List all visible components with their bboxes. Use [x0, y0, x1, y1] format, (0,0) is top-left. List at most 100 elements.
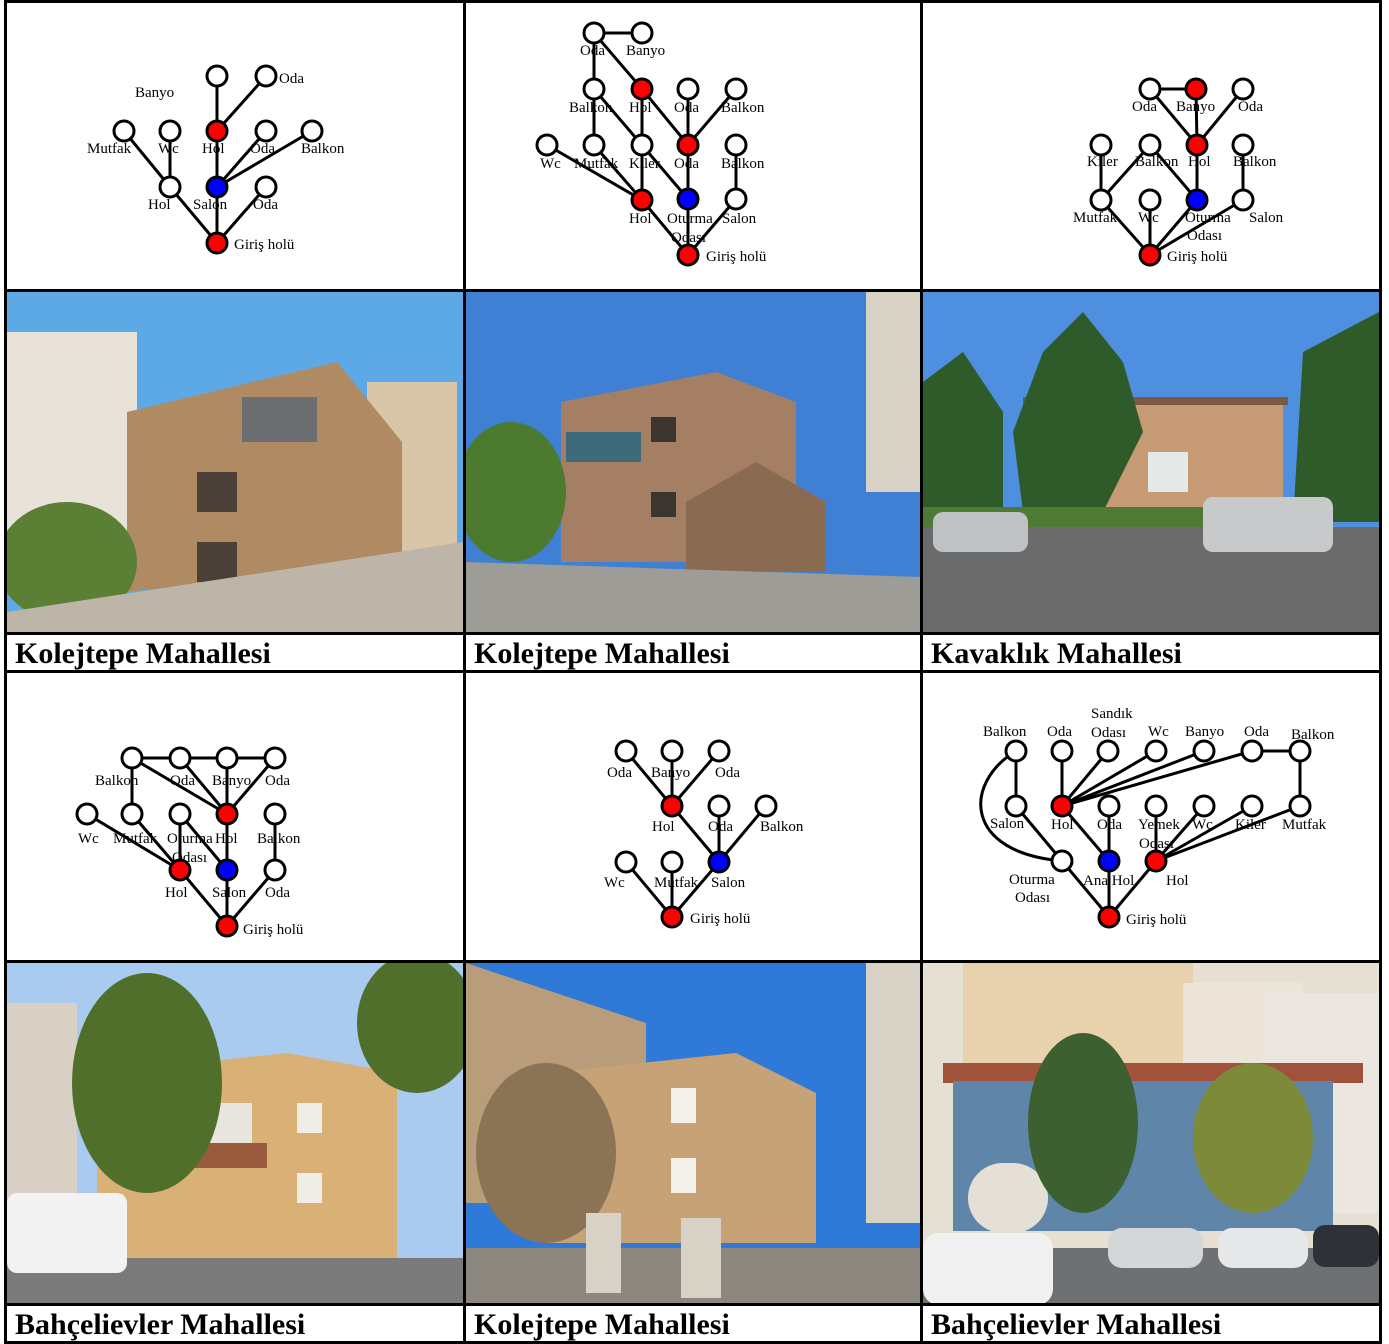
- node-label: Oda: [279, 71, 304, 87]
- building-photo-3: [923, 292, 1379, 634]
- parked-van: [7, 1193, 127, 1273]
- node-label: Banyo: [212, 773, 251, 789]
- node: [1144, 794, 1168, 818]
- node-label: Oturma: [167, 831, 213, 847]
- node: [1192, 794, 1216, 818]
- node: [1050, 849, 1074, 873]
- node-label: Balkon: [721, 156, 765, 172]
- window: [671, 1088, 696, 1123]
- node: [300, 119, 324, 143]
- window: [297, 1173, 322, 1203]
- node: [1138, 188, 1162, 212]
- node-label: Oda: [715, 765, 740, 781]
- node-label: Odası: [1091, 725, 1126, 741]
- node: [754, 794, 778, 818]
- tree: [1013, 312, 1143, 512]
- photo-cell-4: Bahçelievler Mahallesi: [4, 960, 466, 1344]
- node-label: Banyo: [626, 43, 665, 59]
- node-label: Giriş holü: [1126, 912, 1187, 928]
- node-label: Salon: [1249, 210, 1284, 226]
- node-label: Sandık: [1091, 706, 1133, 722]
- node-label: Balkon: [983, 724, 1027, 740]
- node: [1004, 794, 1028, 818]
- tree: [1028, 1033, 1138, 1213]
- node: [630, 188, 654, 212]
- node: [1184, 77, 1208, 101]
- roof: [943, 1063, 1363, 1083]
- neighborhood-caption: Kolejtepe Mahallesi: [7, 632, 463, 670]
- node: [707, 739, 731, 763]
- node-label: Wc: [1138, 210, 1159, 226]
- node-label: Wc: [604, 875, 625, 891]
- node-label: Wc: [1148, 724, 1169, 740]
- node: [205, 231, 229, 255]
- node: [158, 175, 182, 199]
- node: [120, 802, 144, 826]
- node: [614, 739, 638, 763]
- foreground-building: [866, 963, 920, 1223]
- node-label: Salon: [711, 875, 746, 891]
- pavilion: [686, 462, 826, 572]
- building-photo-1: [7, 292, 463, 634]
- node: [1089, 188, 1113, 212]
- tree: [1293, 312, 1379, 522]
- parked-car: [1313, 1225, 1379, 1267]
- node-label: Salon: [990, 816, 1025, 832]
- node: [263, 802, 287, 826]
- node: [215, 746, 239, 770]
- balcony: [566, 432, 641, 462]
- node: [263, 858, 287, 882]
- tree: [466, 422, 566, 562]
- parked-car: [923, 1233, 1053, 1305]
- node: [676, 77, 700, 101]
- window: [197, 542, 237, 582]
- node: [676, 187, 700, 211]
- node: [263, 746, 287, 770]
- diagram-cell-2: Oda Banyo Balkon Hol Oda Balkon Wc Mutfa…: [463, 0, 923, 292]
- node-label: Kiler: [1087, 154, 1118, 170]
- node-label: Oda: [607, 765, 632, 781]
- node-label: Wc: [78, 831, 99, 847]
- tree: [7, 502, 137, 622]
- window: [197, 472, 237, 512]
- node: [630, 133, 654, 157]
- node-label: Hol: [1166, 873, 1189, 889]
- node: [660, 850, 684, 874]
- node-label: Giriş holü: [243, 922, 304, 938]
- node: [168, 746, 192, 770]
- node-label: Oturma: [1185, 210, 1231, 226]
- node: [582, 133, 606, 157]
- node-label: Yemek: [1138, 817, 1180, 833]
- access-graph-2: Oda Banyo Balkon Hol Oda Balkon Wc Mutfa…: [535, 21, 767, 267]
- node-label: Banyo: [1176, 99, 1215, 115]
- node-label: Hol: [1188, 154, 1211, 170]
- node: [535, 133, 559, 157]
- node-label: Salon: [193, 197, 228, 213]
- node: [1288, 739, 1312, 763]
- node-label: Balkon: [1135, 154, 1179, 170]
- node: [630, 77, 654, 101]
- window: [671, 1158, 696, 1193]
- node: [1097, 794, 1121, 818]
- node-label: Hol: [215, 831, 238, 847]
- photo-cell-3: Kavaklık Mahallesi: [920, 289, 1382, 673]
- access-graph-5: Oda Banyo Oda Hol Oda Balkon Wc Mutfak S…: [604, 739, 804, 929]
- photo-cell-1: Kolejtepe Mahallesi: [4, 289, 466, 673]
- node-label: Kiler: [1235, 817, 1266, 833]
- node: [215, 802, 239, 826]
- node-label: Balkon: [1233, 154, 1277, 170]
- window: [1148, 452, 1188, 492]
- node: [1185, 188, 1209, 212]
- node: [205, 64, 229, 88]
- window: [651, 492, 676, 517]
- node-label: Banyo: [1185, 724, 1224, 740]
- node-label: Odası: [1015, 890, 1050, 906]
- access-graph-1: Oda Banyo Mutfak Wc Hol Oda Balkon Hol S…: [87, 64, 345, 255]
- node: [724, 187, 748, 211]
- node: [707, 850, 731, 874]
- node: [1097, 905, 1121, 929]
- node-label: Oda: [253, 197, 278, 213]
- photo-cell-2: Kolejtepe Mahallesi: [463, 289, 923, 673]
- node-label: Mutfak: [1282, 817, 1327, 833]
- tree: [72, 973, 222, 1193]
